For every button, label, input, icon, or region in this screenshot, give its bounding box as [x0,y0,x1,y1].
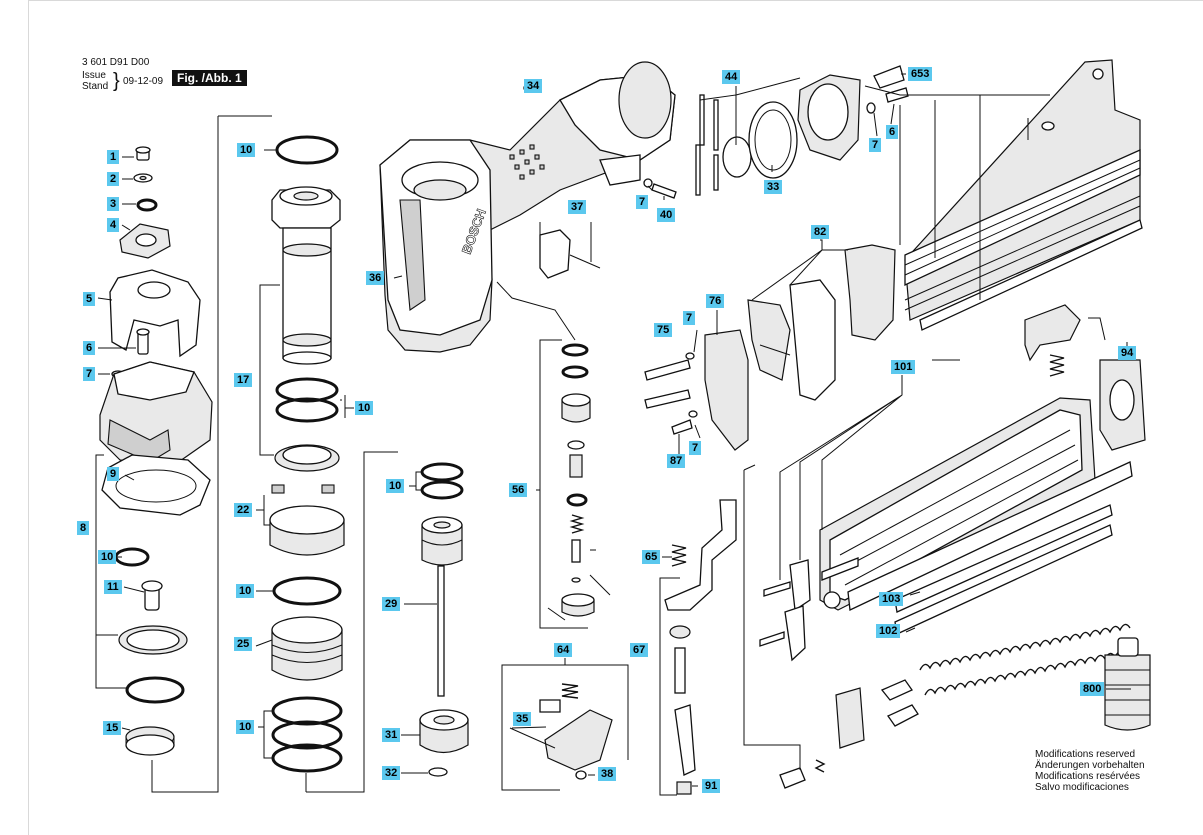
issue-label: Issue [82,70,106,81]
part-label-31: 31 [382,728,401,742]
part-label-10-c: 10 [236,584,255,598]
part-label-11: 11 [104,580,122,594]
valve-stack-drawing [547,343,611,621]
part-label-34: 34 [524,79,543,93]
part-label-76: 76 [706,294,725,308]
part-label-1: 1 [107,150,120,164]
part-label-10-d: 10 [236,720,255,734]
issue-date: 09-12-09 [123,76,164,87]
part-label-9: 9 [107,467,120,481]
part-label-38: 38 [598,767,617,781]
part-label-87: 87 [667,454,686,468]
cap-assembly-drawing [99,146,213,756]
part-label-40: 40 [657,208,676,222]
part-label-102: 102 [876,624,901,638]
part-label-36: 36 [366,271,385,285]
trigger-drawing [509,683,613,780]
piston-driver-drawing [419,462,469,777]
part-label-17: 17 [234,373,253,387]
part-label-67: 67 [630,643,649,657]
part-label-6: 6 [83,341,96,355]
part-label-2: 2 [107,172,120,186]
part-label-91: 91 [702,779,721,793]
part-label-10-e: 10 [355,401,374,415]
nailer-housing-drawing: BOSCH [379,61,676,353]
part-label-56: 56 [509,483,528,497]
part-label-35: 35 [513,712,532,726]
page-frame [28,0,1203,835]
lower-magazine-drawing [819,304,1146,635]
part-label-4: 4 [107,218,120,232]
part-label-15: 15 [103,721,122,735]
part-label-7-guide-a: 7 [683,311,696,325]
valve-cap-drawing [539,65,909,279]
part-label-7-guide-b: 7 [689,441,702,455]
figure-tag: Fig. /Abb. 1 [172,70,247,86]
part-label-37: 37 [568,200,587,214]
part-label-800: 800 [1080,682,1105,696]
part-label-32: 32 [382,766,401,780]
modifications-note: Modifications reserved Änderungen vorbeh… [1035,749,1145,793]
modifications-line-es: Salvo modificaciones [1035,782,1129,793]
part-label-94: 94 [1118,346,1137,360]
grease-tube-drawing [1104,637,1151,731]
part-label-5: 5 [83,292,96,306]
stand-label: Stand [82,81,109,92]
cylinder-drawing [269,135,345,773]
part-label-7-left: 7 [83,367,96,381]
modifications-line-en: Modifications reserved [1035,749,1136,760]
part-label-3: 3 [107,197,120,211]
part-label-10-f: 10 [386,479,405,493]
part-label-29: 29 [382,597,401,611]
modifications-line-fr: Modifications resérvées [1035,771,1141,782]
part-label-10-b: 10 [237,143,256,157]
part-label-44: 44 [722,70,741,84]
part-label-6-top: 6 [886,125,899,139]
part-label-101: 101 [891,360,916,374]
part-label-22: 22 [234,503,253,517]
top-magazine-rail-drawing [904,59,1143,331]
part-label-103: 103 [879,592,904,606]
part-label-65: 65 [642,550,661,564]
part-label-10-a: 10 [98,550,117,564]
part-label-64: 64 [554,643,573,657]
part-label-7-mid: 7 [636,195,649,209]
part-label-653: 653 [908,67,933,81]
part-label-33: 33 [764,180,783,194]
part-label-82: 82 [811,225,830,239]
part-label-7-top: 7 [869,138,882,152]
springs-drawing [759,559,1136,789]
guide-blocks-drawing [644,244,896,451]
part-label-25: 25 [234,637,253,651]
safety-linkage-drawing [664,499,737,795]
doc-number: 3 601 D91 D00 [82,57,150,68]
part-label-75: 75 [654,323,673,337]
part-label-8: 8 [77,521,90,535]
modifications-line-de: Änderungen vorbehalten [1035,760,1145,771]
header-brace: } [113,70,120,92]
